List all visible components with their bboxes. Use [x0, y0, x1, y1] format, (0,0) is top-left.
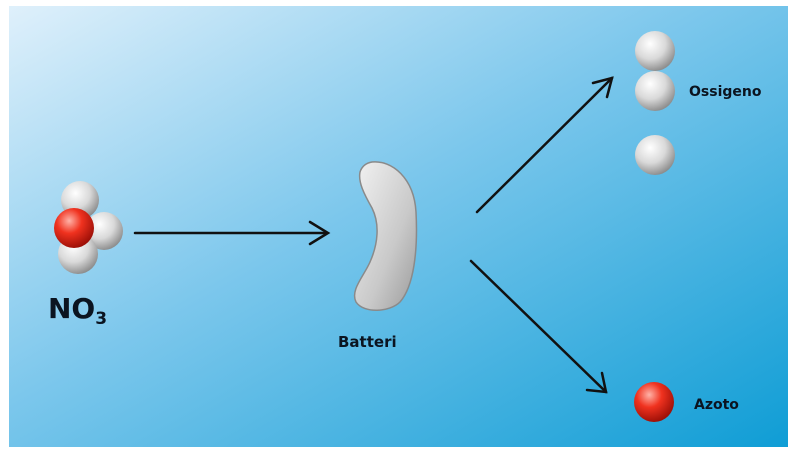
- oxygen-label: Ossigeno: [689, 84, 762, 100]
- nitrogen-atom-center: [54, 208, 94, 248]
- arrow-to-bacteria: [133, 220, 331, 246]
- bacterium-shape: [353, 161, 418, 311]
- nitrate-molecule: [54, 181, 123, 274]
- oxygen-sphere-3: [635, 135, 675, 175]
- nitrate-formula: NO3: [48, 292, 107, 329]
- oxygen-atoms: [635, 31, 675, 175]
- bacteria-label: Batteri: [338, 333, 397, 351]
- oxygen-sphere-1: [635, 31, 675, 71]
- nitrogen-sphere: [634, 382, 674, 422]
- nitrogen-label: Azoto: [694, 397, 739, 413]
- arrow-to-oxygen: [475, 76, 614, 214]
- oxygen-atom-right: [85, 212, 123, 250]
- oxygen-sphere-2: [635, 71, 675, 111]
- arrow-to-nitrogen: [469, 259, 608, 394]
